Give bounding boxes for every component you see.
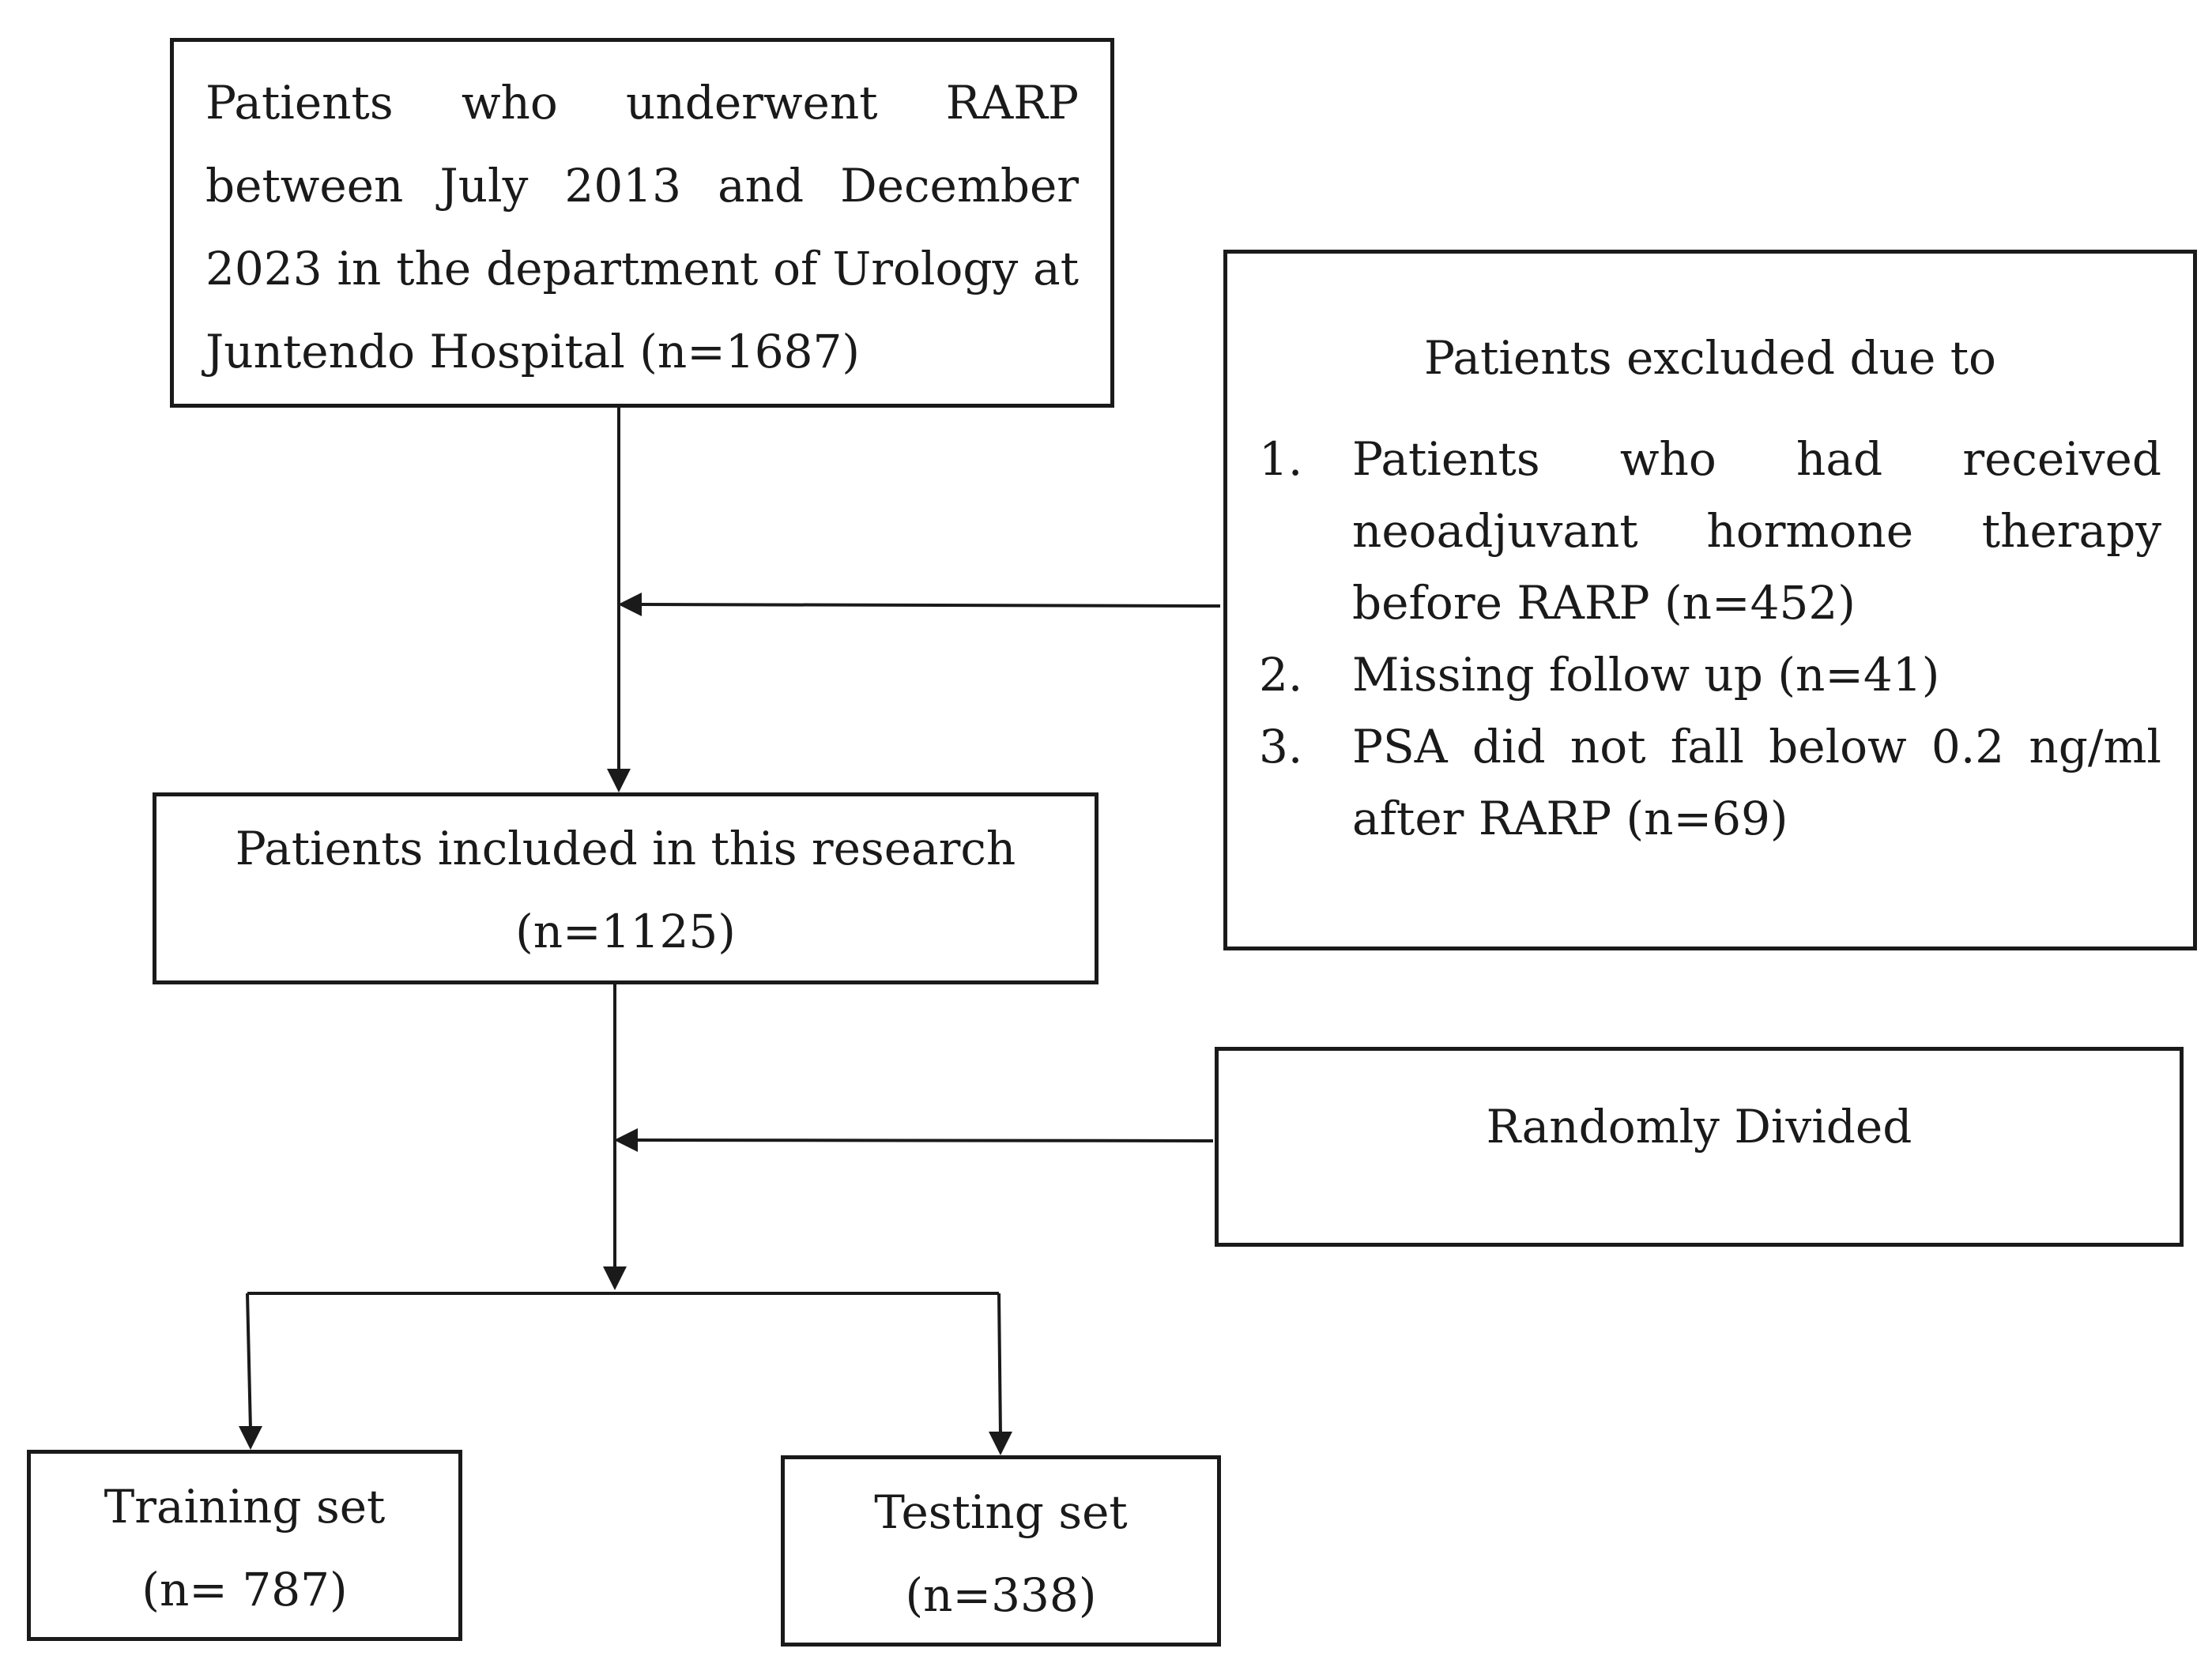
source-population-box: Patients who underwent RARP between July… <box>170 38 1114 408</box>
connector-split-to-training <box>246 1293 252 1431</box>
exclusion-heading: Patients excluded due to <box>1424 331 1996 385</box>
connector-random-to-main <box>635 1138 1214 1142</box>
list-item-text: PSA did not fall below 0.2 ng/ml after R… <box>1352 720 2161 845</box>
list-item: 1. Patients who had received neoadjuvant… <box>1259 423 2161 639</box>
list-item-number: 1. <box>1259 432 1303 486</box>
arrowhead-to-included <box>607 769 631 792</box>
list-item: 2. Missing follow up (n=41) <box>1259 639 2161 711</box>
list-item-text: Missing follow up (n=41) <box>1352 648 1940 702</box>
included-count: (n=1125) <box>515 905 736 958</box>
arrowhead-exclusion <box>618 593 642 616</box>
included-patients-box: Patients included in this research (n=11… <box>153 792 1098 984</box>
testing-set-count: (n=338) <box>905 1568 1097 1622</box>
list-item-number: 3. <box>1259 720 1303 773</box>
arrowhead-to-testing <box>989 1432 1012 1455</box>
list-item: 3. PSA did not fall below 0.2 ng/ml afte… <box>1259 711 2161 855</box>
source-population-text: Patients who underwent RARP between July… <box>205 76 1079 378</box>
connector-split-to-testing <box>997 1293 1002 1436</box>
training-set-label: Training set <box>104 1480 386 1534</box>
randomization-box: Randomly Divided <box>1215 1047 2184 1247</box>
list-item-text: Patients who had received neoadjuvant ho… <box>1352 432 2161 630</box>
arrowhead-randomization <box>614 1128 638 1152</box>
exclusion-criteria-box: Patients excluded due to 1. Patients who… <box>1223 250 2197 950</box>
training-set-count: (n= 787) <box>141 1563 348 1616</box>
testing-set-box: Testing set (n=338) <box>781 1455 1221 1647</box>
included-label: Patients included in this research <box>235 822 1016 875</box>
list-item-number: 2. <box>1259 648 1303 702</box>
testing-set-label: Testing set <box>874 1485 1128 1539</box>
arrowhead-to-training <box>239 1426 262 1450</box>
exclusion-list: 1. Patients who had received neoadjuvant… <box>1259 423 2161 855</box>
connector-excluded-to-main <box>639 603 1221 608</box>
randomization-label: Randomly Divided <box>1486 1100 1912 1154</box>
training-set-box: Training set (n= 787) <box>27 1450 462 1641</box>
arrowhead-to-split <box>603 1266 627 1290</box>
